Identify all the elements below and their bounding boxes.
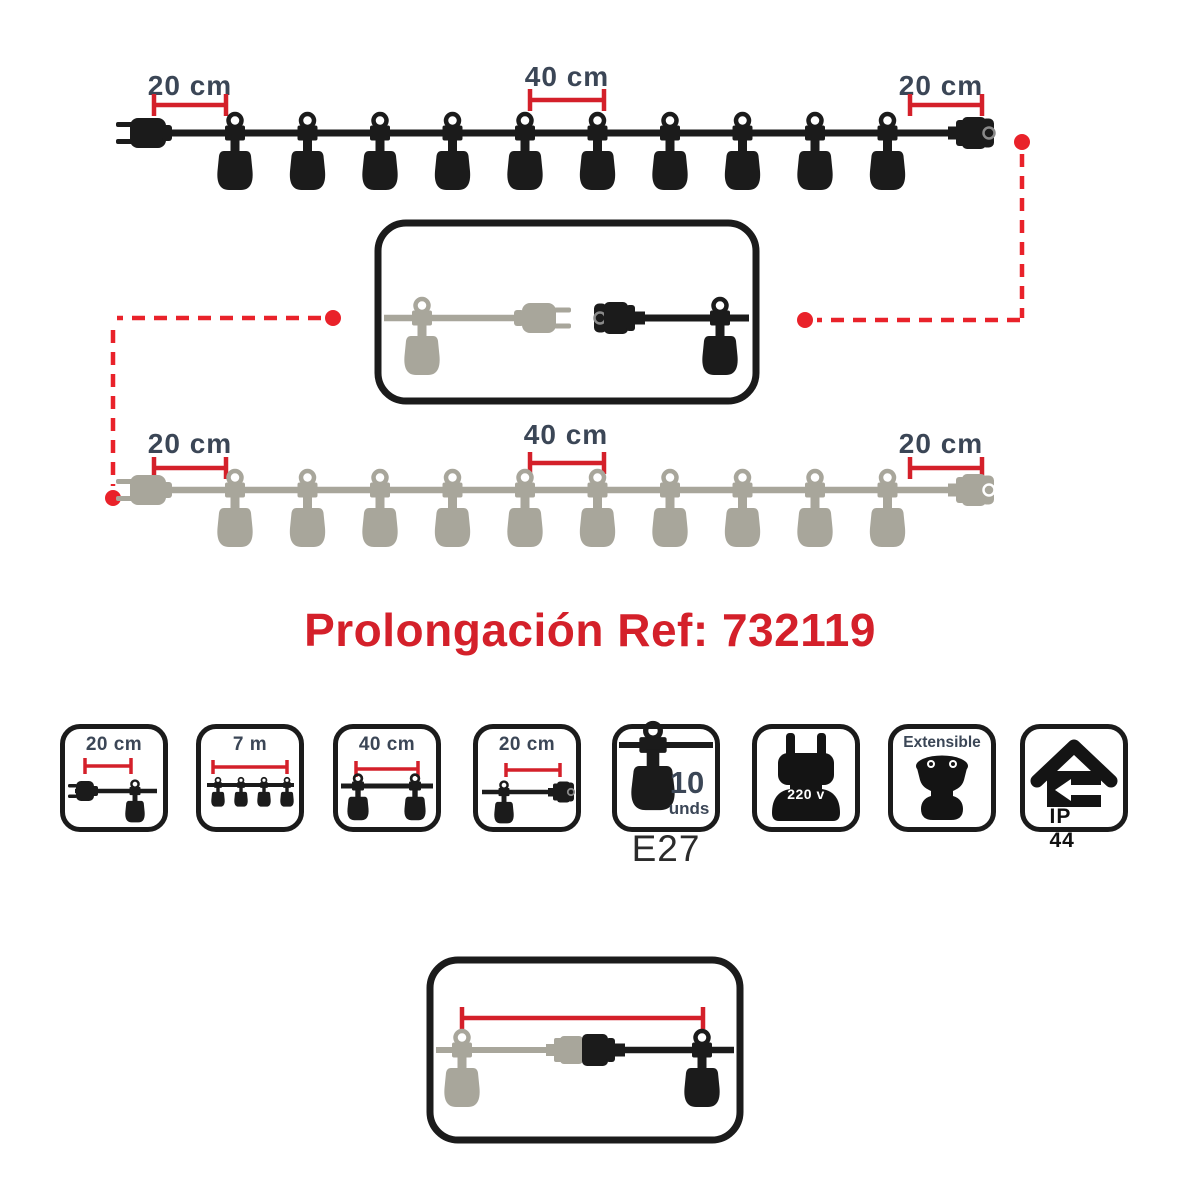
female-connector-icon: [548, 781, 576, 803]
extensible-connector-icon: [916, 755, 968, 820]
ip-rating-label: IP 44: [1049, 805, 1075, 852]
bulb-spacing-icon: [341, 761, 433, 822]
garland-total-length-icon: [207, 760, 295, 808]
spec-box-bulb-count: 10 unds E27: [612, 720, 720, 869]
joined-plug-connector-icon: [546, 1034, 625, 1066]
arrow-left-icon: [1055, 779, 1101, 801]
ext-chain-measure-right: 20 cm: [898, 428, 984, 459]
top-chain-graphic: [116, 89, 996, 205]
spec-box-voltage: 220 v: [752, 724, 860, 832]
ext-chain-measure-left: 20 cm: [147, 428, 233, 459]
bulb-holder-icon: [619, 720, 713, 811]
measure-bars: [151, 89, 985, 116]
product-title: Prolongación Ref: 732119: [304, 604, 876, 656]
spec-box-plug-lead: 20 cm: [60, 724, 168, 832]
connection-dashed-lines: [105, 134, 1030, 506]
measure-bars: [151, 452, 985, 479]
spec-box-total-length: 7 m: [196, 724, 304, 832]
end-connector-distance-icon: [482, 763, 576, 825]
gray-male-plug-icon: [514, 303, 571, 333]
euro-plug-icon: [116, 118, 172, 148]
top-chain-measure-right: 20 cm: [898, 70, 984, 101]
measure-bar: [459, 1007, 706, 1029]
spec-box-ip-rating: IP 44: [1020, 724, 1128, 852]
indoor-outdoor-house-icon: [1030, 739, 1118, 807]
spec-box-end-lead: 20 cm: [473, 724, 581, 832]
female-connector-icon: [948, 474, 996, 506]
spec-box-extensible: Extensible: [888, 724, 996, 832]
bulb-count-unit: unds: [668, 799, 710, 818]
extension-chain-graphic: [116, 452, 996, 560]
spec-label: 7 m: [232, 734, 268, 755]
spec-label: 20 cm: [498, 734, 556, 755]
extensible-label: Extensible: [903, 734, 981, 751]
euro-plug-icon: [116, 475, 172, 505]
ext-chain-measure-mid: 40 cm: [523, 419, 609, 450]
spec-box-bulb-spacing: 40 cm: [333, 724, 441, 832]
joined-connection-inset-box: [426, 956, 744, 1144]
voltage-label: 220 v: [787, 786, 825, 802]
spec-label: 20 cm: [85, 734, 143, 755]
connection-inset-box: [374, 219, 760, 405]
socket-type-caption: E27: [631, 828, 701, 869]
top-chain-measure-left: 20 cm: [147, 70, 233, 101]
plug-lead-distance-icon: [68, 758, 157, 824]
bulb-count-value: 10: [669, 765, 705, 800]
top-chain-measure-mid: 40 cm: [524, 61, 610, 92]
spec-label: 40 cm: [358, 734, 416, 755]
female-connector-icon: [948, 117, 996, 149]
power-plug-icon: [772, 733, 840, 821]
